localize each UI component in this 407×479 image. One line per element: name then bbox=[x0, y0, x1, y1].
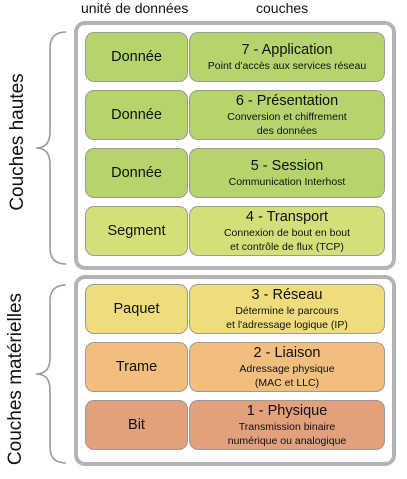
layer-title: 7 - Application bbox=[241, 41, 333, 58]
upper-brace-icon bbox=[35, 31, 67, 265]
layer-title: 5 - Session bbox=[250, 157, 324, 174]
lower-brace-icon bbox=[35, 284, 67, 464]
layers-header: couches bbox=[256, 0, 309, 16]
unit-cell: Donnée bbox=[85, 148, 188, 198]
layer-description: Connexion de bout en bout et contrôle de… bbox=[223, 226, 351, 253]
layer-description: Point d'accès aux services réseau bbox=[207, 59, 367, 72]
layer-description: Détermine le parcours et l'adressage log… bbox=[226, 304, 348, 331]
layer-description: Transmission binaire numérique ou analog… bbox=[227, 420, 347, 447]
unit-cell: Donnée bbox=[85, 90, 188, 140]
unit-cell: Trame bbox=[85, 342, 188, 392]
upper-layers-label: Couches hautes bbox=[7, 73, 28, 211]
layer-title: 4 - Transport bbox=[245, 208, 329, 225]
layer-title: 6 - Présentation bbox=[235, 92, 339, 109]
unit-cell: Segment bbox=[85, 206, 188, 256]
lower-layers-label: Couches matérielles bbox=[5, 292, 26, 466]
layer-description: Adressage physique (MAC et LLC) bbox=[239, 362, 335, 389]
layer-description: Communication Interhost bbox=[228, 175, 346, 188]
unit-cell: Paquet bbox=[85, 284, 188, 334]
layer-description: Conversion et chiffrement des données bbox=[227, 110, 347, 137]
unit-cell: Donnée bbox=[85, 32, 188, 82]
layer-title: 3 - Réseau bbox=[251, 286, 323, 303]
layer-title: 1 - Physique bbox=[246, 402, 328, 419]
unit-header: unité de données bbox=[81, 0, 189, 16]
layer-title: 2 - Liaison bbox=[253, 344, 321, 361]
unit-cell: Bit bbox=[85, 400, 188, 450]
